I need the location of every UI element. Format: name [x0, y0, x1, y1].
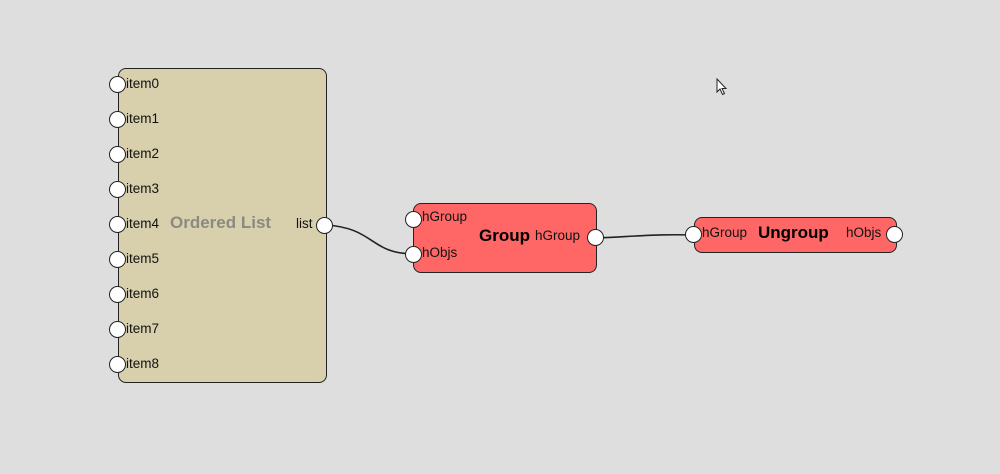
port-label-ungroup-output: hObjs: [846, 225, 882, 240]
ungroup-title: Ungroup: [758, 223, 829, 242]
port-item8[interactable]: [109, 356, 126, 373]
port-label-item7: item7: [126, 321, 160, 336]
ordered-list-title: Ordered List: [170, 213, 272, 232]
ungroup-node[interactable]: hGroup Ungroup hObjs: [685, 217, 903, 253]
port-label-list: list: [296, 216, 313, 231]
wire-hgroup-to-hgroup[interactable]: [596, 233, 695, 239]
group-node[interactable]: hGroup hObjs Group hGroup: [405, 203, 604, 273]
port-item3[interactable]: [109, 181, 126, 198]
port-group-hgroup-input[interactable]: [405, 211, 422, 228]
port-label-group-hgroup: hGroup: [422, 209, 468, 224]
port-item5[interactable]: [109, 251, 126, 268]
port-ungroup-hobjs-output[interactable]: [886, 226, 903, 243]
port-group-hgroup-output[interactable]: [587, 229, 604, 246]
port-ungroup-hgroup-input[interactable]: [685, 226, 702, 243]
port-label-item8: item8: [126, 356, 160, 371]
port-item2[interactable]: [109, 146, 126, 163]
port-label-item1: item1: [126, 111, 160, 126]
port-label-group-output: hGroup: [535, 228, 581, 243]
port-label-item5: item5: [126, 251, 160, 266]
wire-list-to-hobjs[interactable]: [325, 224, 415, 255]
mouse-pointer-icon: [716, 78, 728, 96]
port-label-item6: item6: [126, 286, 160, 301]
port-list-output[interactable]: [316, 217, 333, 234]
port-item6[interactable]: [109, 286, 126, 303]
port-label-item2: item2: [126, 146, 160, 161]
port-label-ungroup-hgroup: hGroup: [702, 225, 748, 240]
port-label-item3: item3: [126, 181, 160, 196]
ordered-list-node[interactable]: Ordered List item0 item1 item2 item3 ite…: [109, 68, 333, 383]
port-group-hobjs-input[interactable]: [405, 246, 422, 263]
port-item0[interactable]: [109, 76, 126, 93]
group-title: Group: [479, 226, 530, 245]
port-label-item4: item4: [126, 216, 160, 231]
port-label-group-hobjs: hObjs: [422, 245, 458, 260]
port-label-item0: item0: [126, 76, 160, 91]
port-item1[interactable]: [109, 111, 126, 128]
port-item4[interactable]: [109, 216, 126, 233]
port-item7[interactable]: [109, 321, 126, 338]
